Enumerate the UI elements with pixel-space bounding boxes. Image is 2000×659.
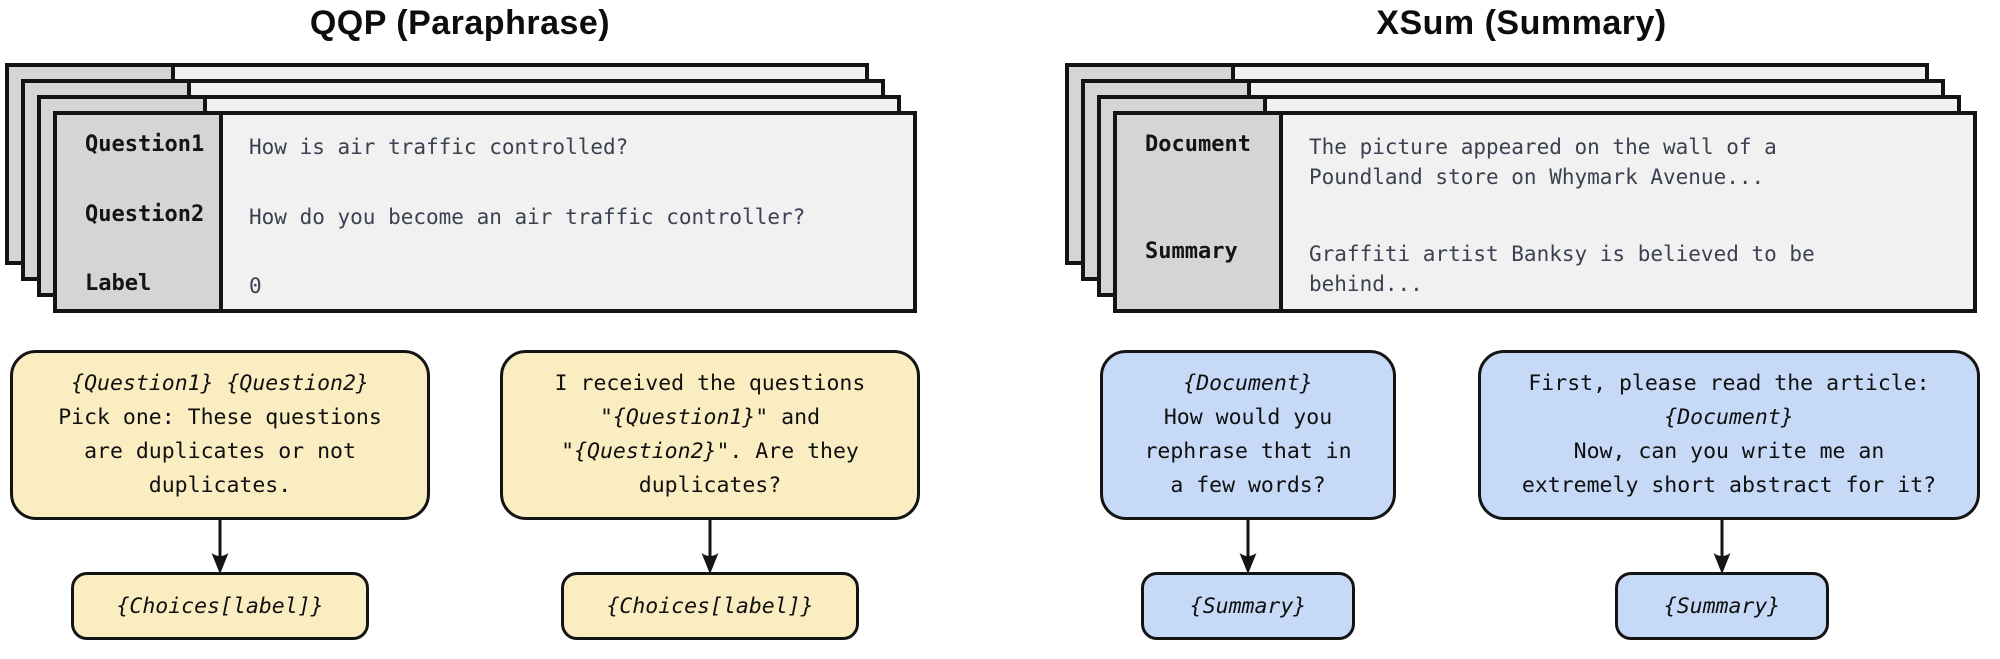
qqp-output-box-2: {Choices[label]} (561, 572, 859, 640)
qqp-panel-title: QQP (Paraphrase) (309, 4, 611, 42)
qqp-row-label-value: 0 (249, 274, 262, 298)
qqp-row-label-label: Label (85, 271, 152, 296)
xsum-row-summary-value: Graffiti artist Banksy is believed to be… (1309, 242, 1815, 296)
xsum-label-column (1117, 115, 1283, 309)
xsum-row-document-value: The picture appeared on the wall of a Po… (1309, 135, 1777, 189)
xsum-row-document-label: Document (1145, 132, 1251, 157)
xsum-output-box-1: {Summary} (1141, 572, 1355, 640)
qqp-row-question1-label: Question1 (85, 132, 205, 157)
qqp-row-question2-label: Question2 (85, 202, 205, 227)
xsum-panel-title: XSum (Summary) (1376, 4, 1667, 42)
xsum-prompt-box-2: First, please read the article:{Document… (1478, 350, 1980, 520)
qqp-prompt-box-1: {Question1} {Question2}Pick one: These q… (10, 350, 430, 520)
qqp-output-box-1: {Choices[label]} (71, 572, 369, 640)
arrow-down (1239, 520, 1257, 574)
xsum-row-summary-label: Summary (1145, 239, 1238, 264)
arrow-down (701, 520, 719, 574)
xsum-dataset-card: Document The picture appeared on the wal… (1113, 111, 1977, 313)
qqp-prompt-box-2: I received the questions"{Question1}" an… (500, 350, 920, 520)
qqp-label-column (57, 115, 223, 309)
arrow-down (211, 520, 229, 574)
xsum-output-box-2: {Summary} (1615, 572, 1829, 640)
qqp-dataset-card: Question1 How is air traffic controlled?… (53, 111, 917, 313)
arrow-down (1713, 520, 1731, 574)
qqp-row-question1-value: How is air traffic controlled? (249, 135, 629, 159)
qqp-row-question2-value: How do you become an air traffic control… (249, 205, 806, 229)
